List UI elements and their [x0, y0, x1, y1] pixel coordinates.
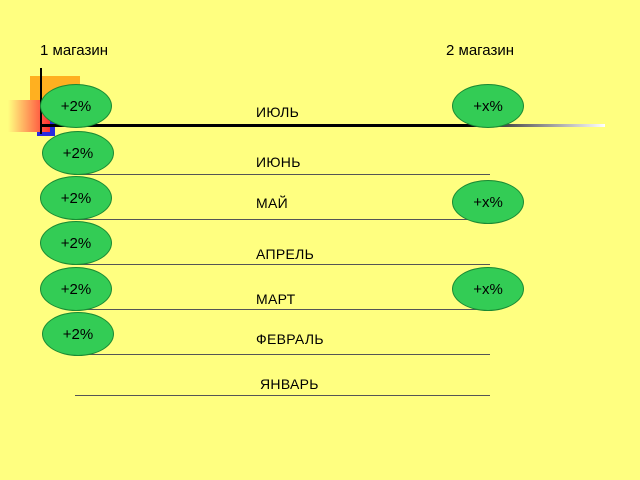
store2-badge-may: +x%: [452, 180, 524, 224]
row-line: [75, 174, 490, 175]
row-line: [75, 219, 490, 220]
row-line: [75, 395, 490, 396]
month-july: ИЮЛЬ: [256, 104, 300, 120]
month-february: ФЕВРАЛЬ: [256, 331, 324, 347]
store1-badge-june: +2%: [42, 131, 114, 175]
month-april: АПРЕЛЬ: [256, 246, 315, 262]
store1-header: 1 магазин: [40, 42, 109, 59]
store1-badge-april: +2%: [40, 221, 112, 265]
month-may: МАЙ: [256, 195, 288, 211]
month-june: ИЮНЬ: [256, 154, 301, 170]
store2-header: 2 магазин: [446, 42, 515, 59]
row-line: [75, 264, 490, 265]
row-line: [75, 309, 490, 310]
store2-badge-july: +x%: [452, 84, 524, 128]
store1-badge-may: +2%: [40, 176, 112, 220]
store2-badge-march: +x%: [452, 267, 524, 311]
store1-badge-february: +2%: [42, 312, 114, 356]
store1-badge-july: +2%: [40, 84, 112, 128]
month-march: МАРТ: [256, 291, 296, 307]
row-line: [75, 354, 490, 355]
decor-top-line: [40, 124, 605, 127]
month-january: ЯНВАРЬ: [260, 376, 319, 392]
store1-badge-march: +2%: [40, 267, 112, 311]
